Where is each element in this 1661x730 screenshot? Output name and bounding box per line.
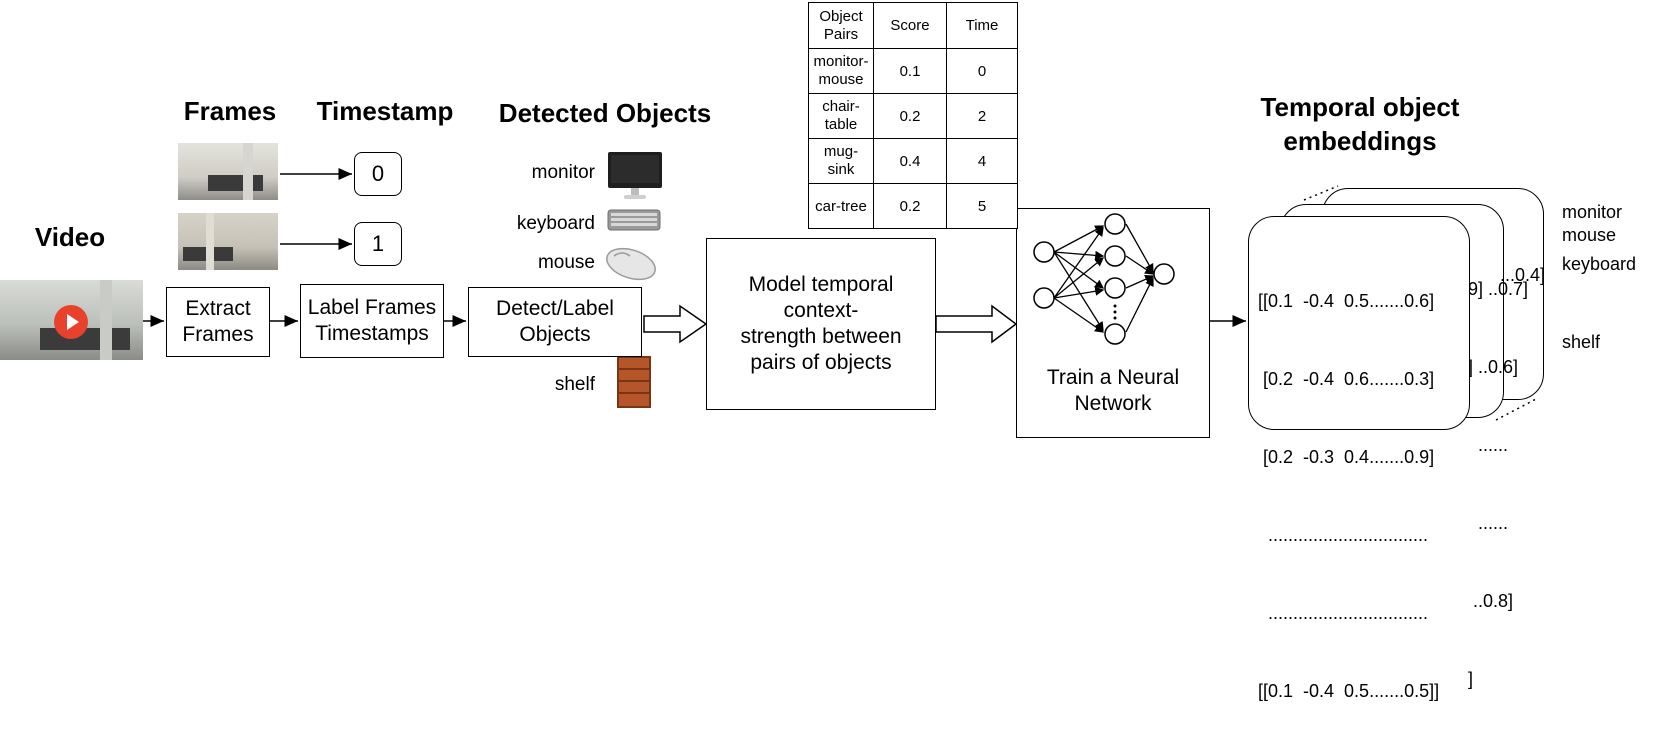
embedding-back-line: ] ..0.6] xyxy=(1468,357,1519,377)
time-cell: 2 xyxy=(946,93,1018,139)
timestamp-title: Timestamp xyxy=(316,96,454,126)
embeddings-title-line1: Temporal object xyxy=(1260,92,1460,122)
embeddings-title-line2: embeddings xyxy=(1283,126,1437,156)
header-pairs-line1: Object xyxy=(819,7,863,25)
shelf-icon xyxy=(617,356,651,408)
header-pairs-line2: Pairs xyxy=(823,25,859,43)
detected-objects-title: Detected Objects xyxy=(498,98,712,128)
label-frames-line1: Label Frames xyxy=(307,296,437,319)
time-cell: 0 xyxy=(946,48,1018,94)
mouse-icon xyxy=(606,247,656,281)
neural-network-diagram xyxy=(1033,213,1175,345)
embedding-back-line: ] xyxy=(1468,669,1474,689)
embedding-row: [[0.1 -0.4 0.5.......0.6] xyxy=(1258,291,1435,311)
embedding-front-values: [[0.1 -0.4 0.5.......0.6] [0.2 -0.4 0.6.… xyxy=(1258,236,1439,730)
train-line2: Network xyxy=(1074,392,1152,415)
embedding-back-line: ..0.8] xyxy=(1468,591,1514,611)
monitor-icon xyxy=(608,152,662,199)
embedding-row: [[0.1 -0.4 0.5.......0.5]] xyxy=(1258,681,1440,701)
frames-title: Frames xyxy=(183,96,277,126)
model-temporal-step: Model temporal context- strength between… xyxy=(706,238,936,410)
object-label-keyboard: keyboard xyxy=(516,213,595,234)
train-line1: Train a Neural xyxy=(1046,366,1180,389)
model-line2: context- xyxy=(783,299,859,322)
embedding-back-line: ...... xyxy=(1468,513,1509,533)
video-title: Video xyxy=(34,222,106,252)
embedding-label-monitor: monitor xyxy=(1562,202,1623,222)
object-label-monitor: monitor xyxy=(531,162,595,183)
frame-thumbnail-1 xyxy=(178,213,278,270)
embeddings-title: Temporal object embeddings xyxy=(1230,90,1490,158)
embedding-back-values: ...0.4] xyxy=(1500,210,1546,314)
embedding-row: ................................ xyxy=(1258,603,1429,623)
embedding-row: [0.2 -0.3 0.4.......0.9] xyxy=(1258,447,1435,467)
score-cell: 0.2 xyxy=(873,183,947,229)
table-row: chair-table 0.2 2 xyxy=(808,93,1018,139)
embedding-label-keyboard: keyboard xyxy=(1562,254,1637,274)
score-cell: 0.4 xyxy=(873,138,947,184)
keyboard-icon xyxy=(607,209,661,231)
embedding-middle-values: 9] ..0.7] ] ..0.6] ...... ...... ..0.8] … xyxy=(1468,224,1528,718)
embedding-back-line: ...0.4] xyxy=(1500,265,1546,285)
embedding-back-line: 9] ..0.7] xyxy=(1468,279,1529,299)
detect-objects-line1: Detect/Label xyxy=(496,297,614,320)
timestamp-box-0: 0 xyxy=(354,152,402,196)
model-line3: strength between xyxy=(740,325,902,348)
object-label-mouse: mouse xyxy=(537,252,595,273)
model-line1: Model temporal xyxy=(748,273,894,296)
pair-cell: monitor-mouse xyxy=(808,48,874,94)
time-cell: 4 xyxy=(946,138,1018,184)
table-row: car-tree 0.2 5 xyxy=(808,183,1018,229)
time-cell: 5 xyxy=(946,183,1018,229)
pair-cell: chair-table xyxy=(808,93,874,139)
header-object-pairs: Object Pairs xyxy=(808,2,874,49)
table-row: monitor-mouse 0.1 0 xyxy=(808,48,1018,94)
embedding-card-front xyxy=(1248,216,1470,430)
pair-cell: car-tree xyxy=(808,183,874,229)
object-pairs-table: Object Pairs Score Time monitor-mouse 0.… xyxy=(808,2,1018,229)
detect-objects-line2: Objects xyxy=(519,323,591,346)
extract-frames-line2: Frames xyxy=(182,323,254,346)
label-frames-line2: Timestamps xyxy=(315,322,429,345)
embedding-label-shelf: shelf xyxy=(1562,332,1601,352)
embedding-label-mouse: mouse xyxy=(1562,225,1617,245)
extract-frames-line1: Extract xyxy=(185,297,251,320)
score-cell: 0.1 xyxy=(873,48,947,94)
frame-thumbnail-0 xyxy=(178,143,278,200)
header-time: Time xyxy=(946,2,1018,49)
video-wall-panel xyxy=(100,280,112,360)
object-label-shelf: shelf xyxy=(554,374,595,395)
table-row: mug-sink 0.4 4 xyxy=(808,138,1018,184)
embedding-row: ................................ xyxy=(1258,525,1429,545)
score-cell: 0.2 xyxy=(873,93,947,139)
header-score: Score xyxy=(873,2,947,49)
embedding-row: [0.2 -0.4 0.6.......0.3] xyxy=(1258,369,1435,389)
hollow-arrow-detect-to-model xyxy=(643,304,708,344)
timestamp-box-1: 1 xyxy=(354,222,402,266)
embedding-back-line: ...... xyxy=(1468,435,1509,455)
pair-cell: mug-sink xyxy=(808,138,874,184)
model-line4: pairs of objects xyxy=(750,351,892,374)
video-thumbnail[interactable] xyxy=(0,280,143,360)
table-header-row: Object Pairs Score Time xyxy=(808,2,1018,49)
play-icon[interactable] xyxy=(54,305,88,339)
hollow-arrow-model-to-train xyxy=(935,304,1018,344)
